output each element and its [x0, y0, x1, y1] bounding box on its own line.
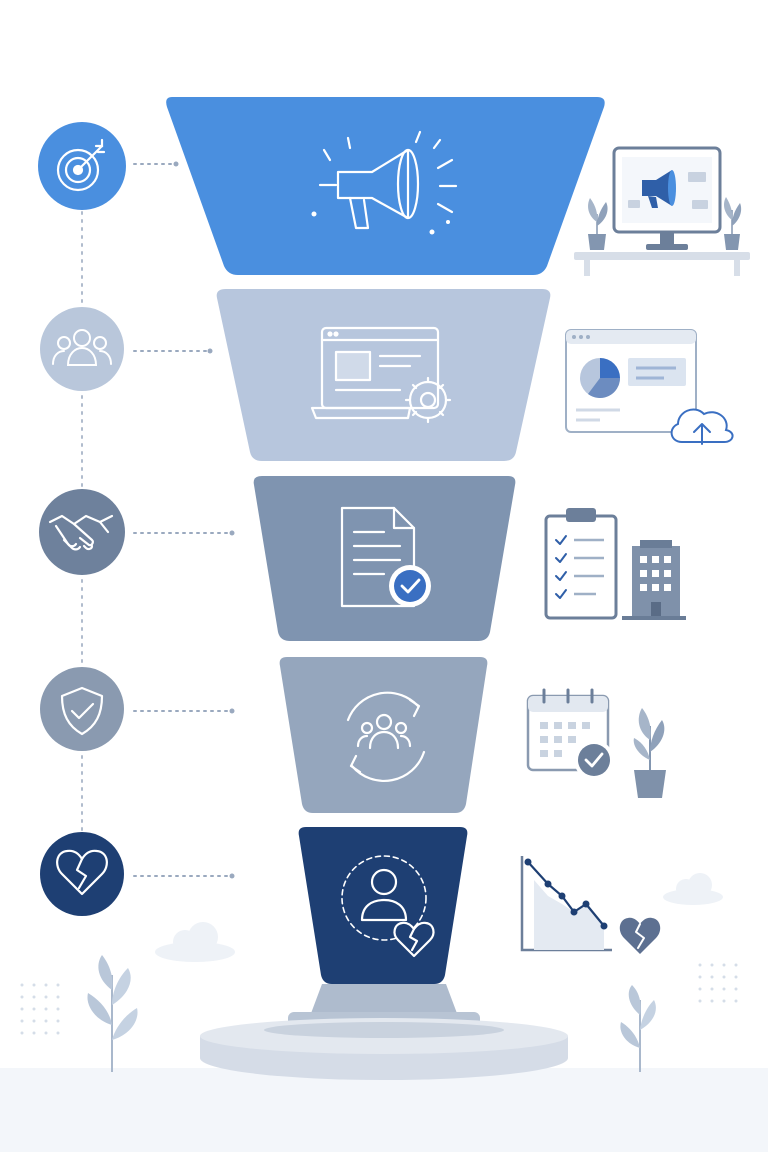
calendar-check-icon: [526, 688, 614, 780]
horizontal-connectors: [133, 163, 233, 877]
stage-2-side-icon: [40, 307, 124, 391]
potted-plant-icon: [633, 708, 666, 798]
illustration-clipboard-building: [544, 508, 686, 620]
cloud-decoration-right: [663, 873, 723, 905]
laptop-gear-icon: [310, 326, 452, 424]
stage-5-side-icon: [40, 832, 124, 916]
target-arrow-icon: [56, 138, 106, 192]
people-group-icon: [52, 329, 112, 366]
building-icon: [622, 540, 686, 620]
megaphone-icon: [318, 130, 458, 230]
declining-line-chart-icon: [520, 856, 612, 952]
stage-1-side-icon: [38, 122, 126, 210]
plant-decoration-left: [87, 955, 138, 1072]
illustration-monitor-megaphone: [574, 146, 750, 276]
funnel-stage-2: [216, 289, 551, 461]
shield-check-icon: [60, 686, 104, 736]
dot-pattern-right: [698, 963, 738, 1003]
potted-plant-icon: [724, 197, 742, 250]
user-broken-heart-icon: [341, 855, 435, 958]
stage-3-side-icon: [39, 489, 125, 575]
plant-decoration-right: [620, 985, 656, 1072]
broken-heart-icon: [56, 849, 108, 896]
cloud-upload-icon: [670, 408, 734, 445]
broken-heart-icon: [619, 917, 661, 954]
pedestal: [200, 984, 568, 1080]
funnel-stage-3: [253, 476, 516, 641]
illustration-dashboard-cloud: [565, 329, 734, 445]
funnel-stage-4: [279, 657, 488, 813]
clipboard-checklist-icon: [544, 508, 618, 620]
ground-band: [0, 1068, 768, 1152]
check-badge-icon: [389, 565, 431, 607]
funnel-stage-5: [298, 827, 468, 984]
potted-plant-icon: [588, 198, 608, 250]
funnel-stage-1: [166, 97, 605, 275]
dot-pattern-left: [20, 983, 60, 1035]
people-cycle-icon: [346, 691, 426, 783]
illustration-calendar-plant: [526, 688, 666, 798]
pie-chart-icon: [580, 358, 620, 399]
illustration-declining-chart: [520, 856, 661, 954]
cloud-decoration-left: [155, 922, 235, 962]
stage-4-side-icon: [40, 667, 124, 751]
handshake-icon: [48, 514, 114, 551]
